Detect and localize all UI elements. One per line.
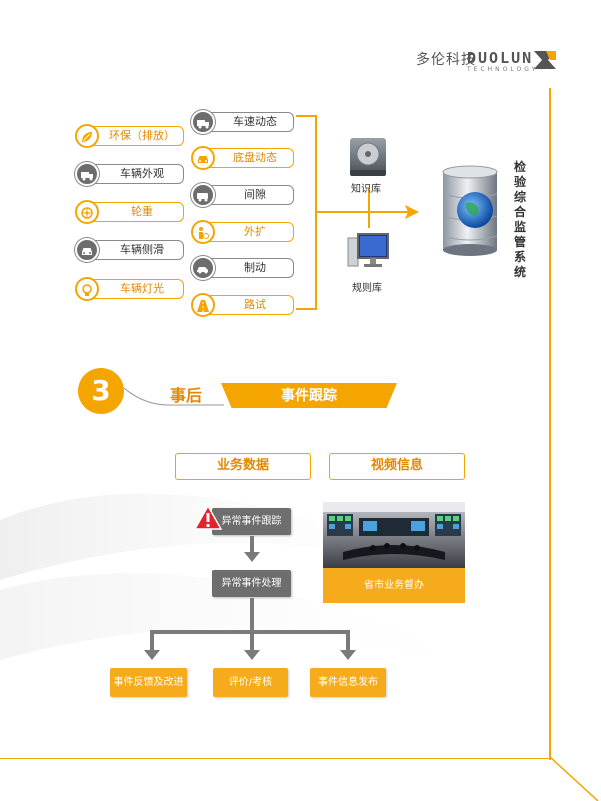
left-item-sideslip: 车辆侧滑 — [75, 238, 184, 262]
truck-icon — [75, 162, 99, 186]
mid-item-chassis: 底盘动态 — [191, 146, 294, 170]
mid-item-braking: 制动 — [191, 256, 294, 280]
left-item-label: 车辆外观 — [120, 167, 164, 180]
truck-icon — [191, 110, 215, 134]
person-icon — [191, 220, 215, 244]
arrow-line — [316, 211, 408, 213]
brand-logo-icon — [534, 51, 556, 69]
hard-disk-icon — [350, 138, 386, 176]
left-item-lights: 车辆灯光 — [75, 277, 184, 301]
video-info-header: 视频信息 — [329, 453, 465, 480]
rules-base-label: 规则库 — [352, 283, 382, 294]
abnormal-tracking-box: 异常事件跟踪 — [212, 508, 291, 535]
output-publish-box: 事件信息发布 — [310, 668, 386, 697]
left-item-emission: 环保（排放） — [75, 124, 184, 148]
section-banner-text: 事件跟踪 — [281, 388, 337, 404]
mid-item-road-test: 路试 — [191, 293, 294, 317]
brand-name-cn: 多伦科技 — [416, 52, 476, 68]
mid-item-label: 间隙 — [244, 188, 266, 201]
flow-arrow-left-icon — [144, 650, 160, 660]
mid-item-label: 车速动态 — [233, 115, 277, 128]
section-number: 3 — [78, 368, 124, 414]
business-data-header: 业务数据 — [175, 453, 311, 480]
flow-branch-mid — [250, 630, 254, 652]
flow-trunk — [250, 598, 254, 632]
car-front-icon — [75, 238, 99, 262]
kb-rules-connector — [368, 188, 370, 228]
flow-arrow-mid-icon — [244, 650, 260, 660]
van-icon — [191, 183, 215, 207]
bulb-icon — [75, 277, 99, 301]
control-room-photo — [323, 502, 465, 568]
mid-item-speed: 车速动态 — [191, 110, 294, 134]
road-icon — [191, 293, 215, 317]
flow-arrow-right-icon — [340, 650, 356, 660]
car-side-icon — [191, 256, 215, 280]
flow-line-1 — [250, 536, 254, 554]
video-caption-box: 省市业务督办 — [323, 568, 465, 603]
system-title: 检验综合监管系统 — [514, 160, 527, 279]
background-swoosh — [0, 493, 520, 690]
mid-item-clearance: 间隙 — [191, 183, 294, 207]
bracket-vertical — [315, 115, 317, 310]
left-item-label: 车辆灯光 — [120, 282, 164, 295]
mid-item-label: 路试 — [244, 298, 266, 311]
section-underline — [124, 387, 224, 406]
car-front-icon — [191, 146, 215, 170]
left-item-wheel-weight: 轮重 — [75, 200, 184, 224]
flow-branch-left — [150, 630, 154, 652]
bottom-border-line — [0, 758, 551, 759]
warning-icon — [194, 505, 222, 530]
corner-diagonal — [549, 757, 599, 801]
section-banner — [221, 383, 397, 408]
database-server-icon — [442, 165, 498, 256]
wheel-icon — [75, 200, 99, 224]
brand-name-en: DUOLUN — [467, 49, 534, 67]
bracket-bottom — [296, 308, 316, 310]
abnormal-handling-box: 异常事件处理 — [212, 570, 291, 597]
leaf-icon — [75, 124, 99, 148]
right-border-line — [549, 88, 551, 760]
bracket-top — [296, 115, 316, 117]
output-feedback-box: 事件反馈及改进 — [110, 668, 187, 697]
brand-tagline: TECHNOLOGY — [467, 66, 539, 73]
left-item-label: 车辆侧滑 — [120, 243, 164, 256]
mid-item-label: 制动 — [244, 261, 266, 274]
flow-arrow-1-icon — [244, 552, 260, 562]
arrow-head-icon — [405, 205, 419, 219]
knowledge-base-label: 知识库 — [351, 184, 381, 195]
section-title: 事后 — [170, 386, 203, 405]
left-item-label: 轮重 — [131, 205, 153, 218]
mid-item-label: 底盘动态 — [233, 151, 277, 164]
left-item-appearance: 车辆外观 — [75, 162, 184, 186]
mid-item-expansion: 外扩 — [191, 220, 294, 244]
flow-branch-right — [346, 630, 350, 652]
monitor-icon — [347, 233, 389, 267]
output-evaluation-box: 评价/考核 — [213, 668, 288, 697]
left-item-label: 环保（排放） — [109, 129, 175, 142]
mid-item-label: 外扩 — [244, 225, 266, 238]
